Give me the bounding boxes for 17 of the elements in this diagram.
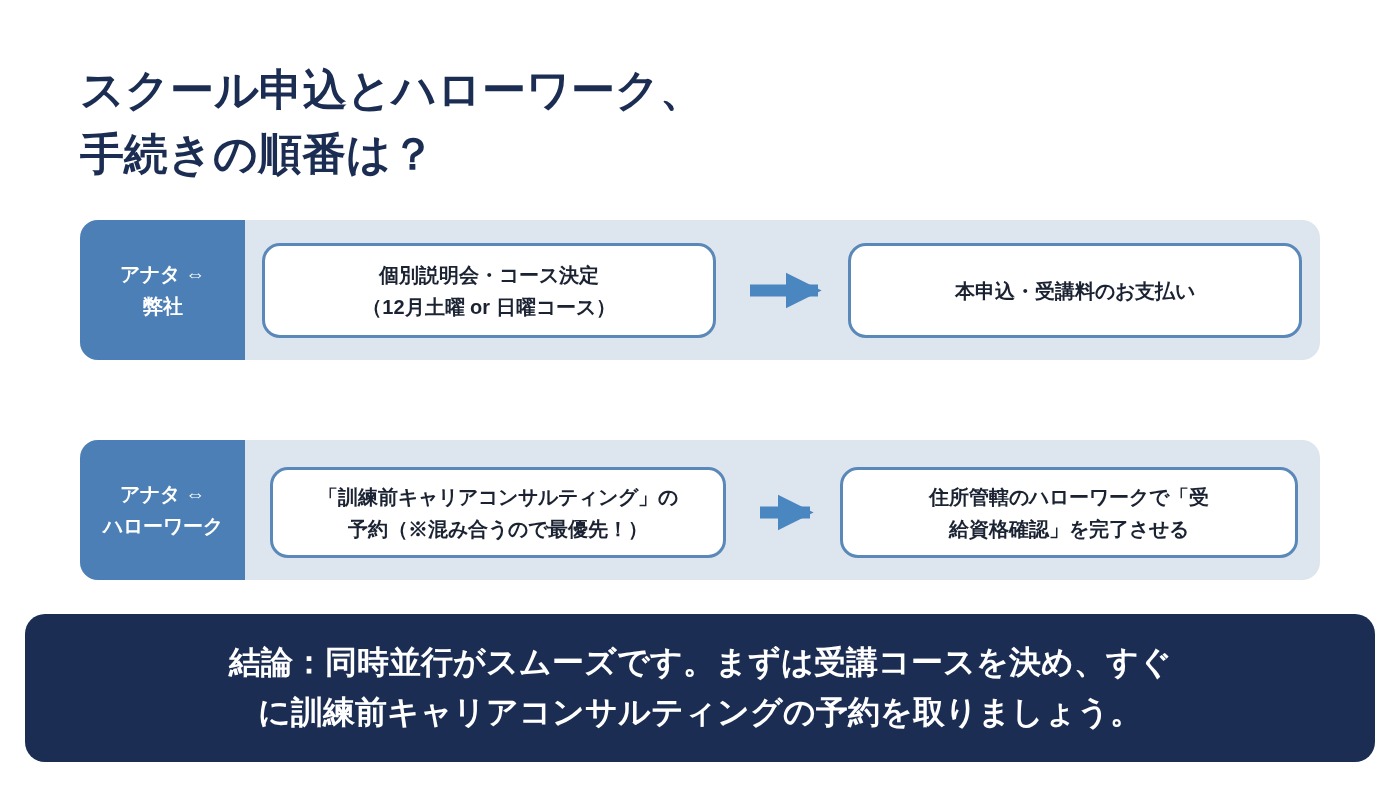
lane-band bbox=[80, 220, 1320, 360]
step-box bbox=[262, 243, 716, 338]
conclusion-banner bbox=[25, 614, 1375, 762]
step-text: 「訓練前キャリアコンサルティング」の予約（※混み合うので最優先！） bbox=[317, 484, 679, 542]
lane-label: アナタ ⇔ 弊社 bbox=[118, 262, 207, 319]
step-text: 本申込・受講料のお支払い bbox=[955, 278, 1195, 304]
step-box bbox=[270, 467, 726, 558]
step-text: 個別説明会・コース決定（12月土曜 or 日曜コース） bbox=[361, 262, 617, 320]
step-text: 住所管轄のハローワークで「受給資格確認」を完了させる bbox=[927, 484, 1210, 542]
block-arrow bbox=[750, 272, 822, 309]
step-box bbox=[848, 243, 1302, 338]
conclusion-text: 結論：同時並行がスムーズです。まずは受講コースを決め、すぐに訓練前キャリアコンサルティングの予約を取りましょう。 bbox=[227, 643, 1173, 732]
lane-band bbox=[80, 440, 1320, 580]
lane-label: アナタ ⇔ ハローワーク bbox=[101, 482, 224, 539]
block-arrow bbox=[760, 494, 814, 531]
step-box bbox=[840, 467, 1298, 558]
title: スクール申込とハローワーク、手続きの順番は？ bbox=[80, 64, 705, 180]
